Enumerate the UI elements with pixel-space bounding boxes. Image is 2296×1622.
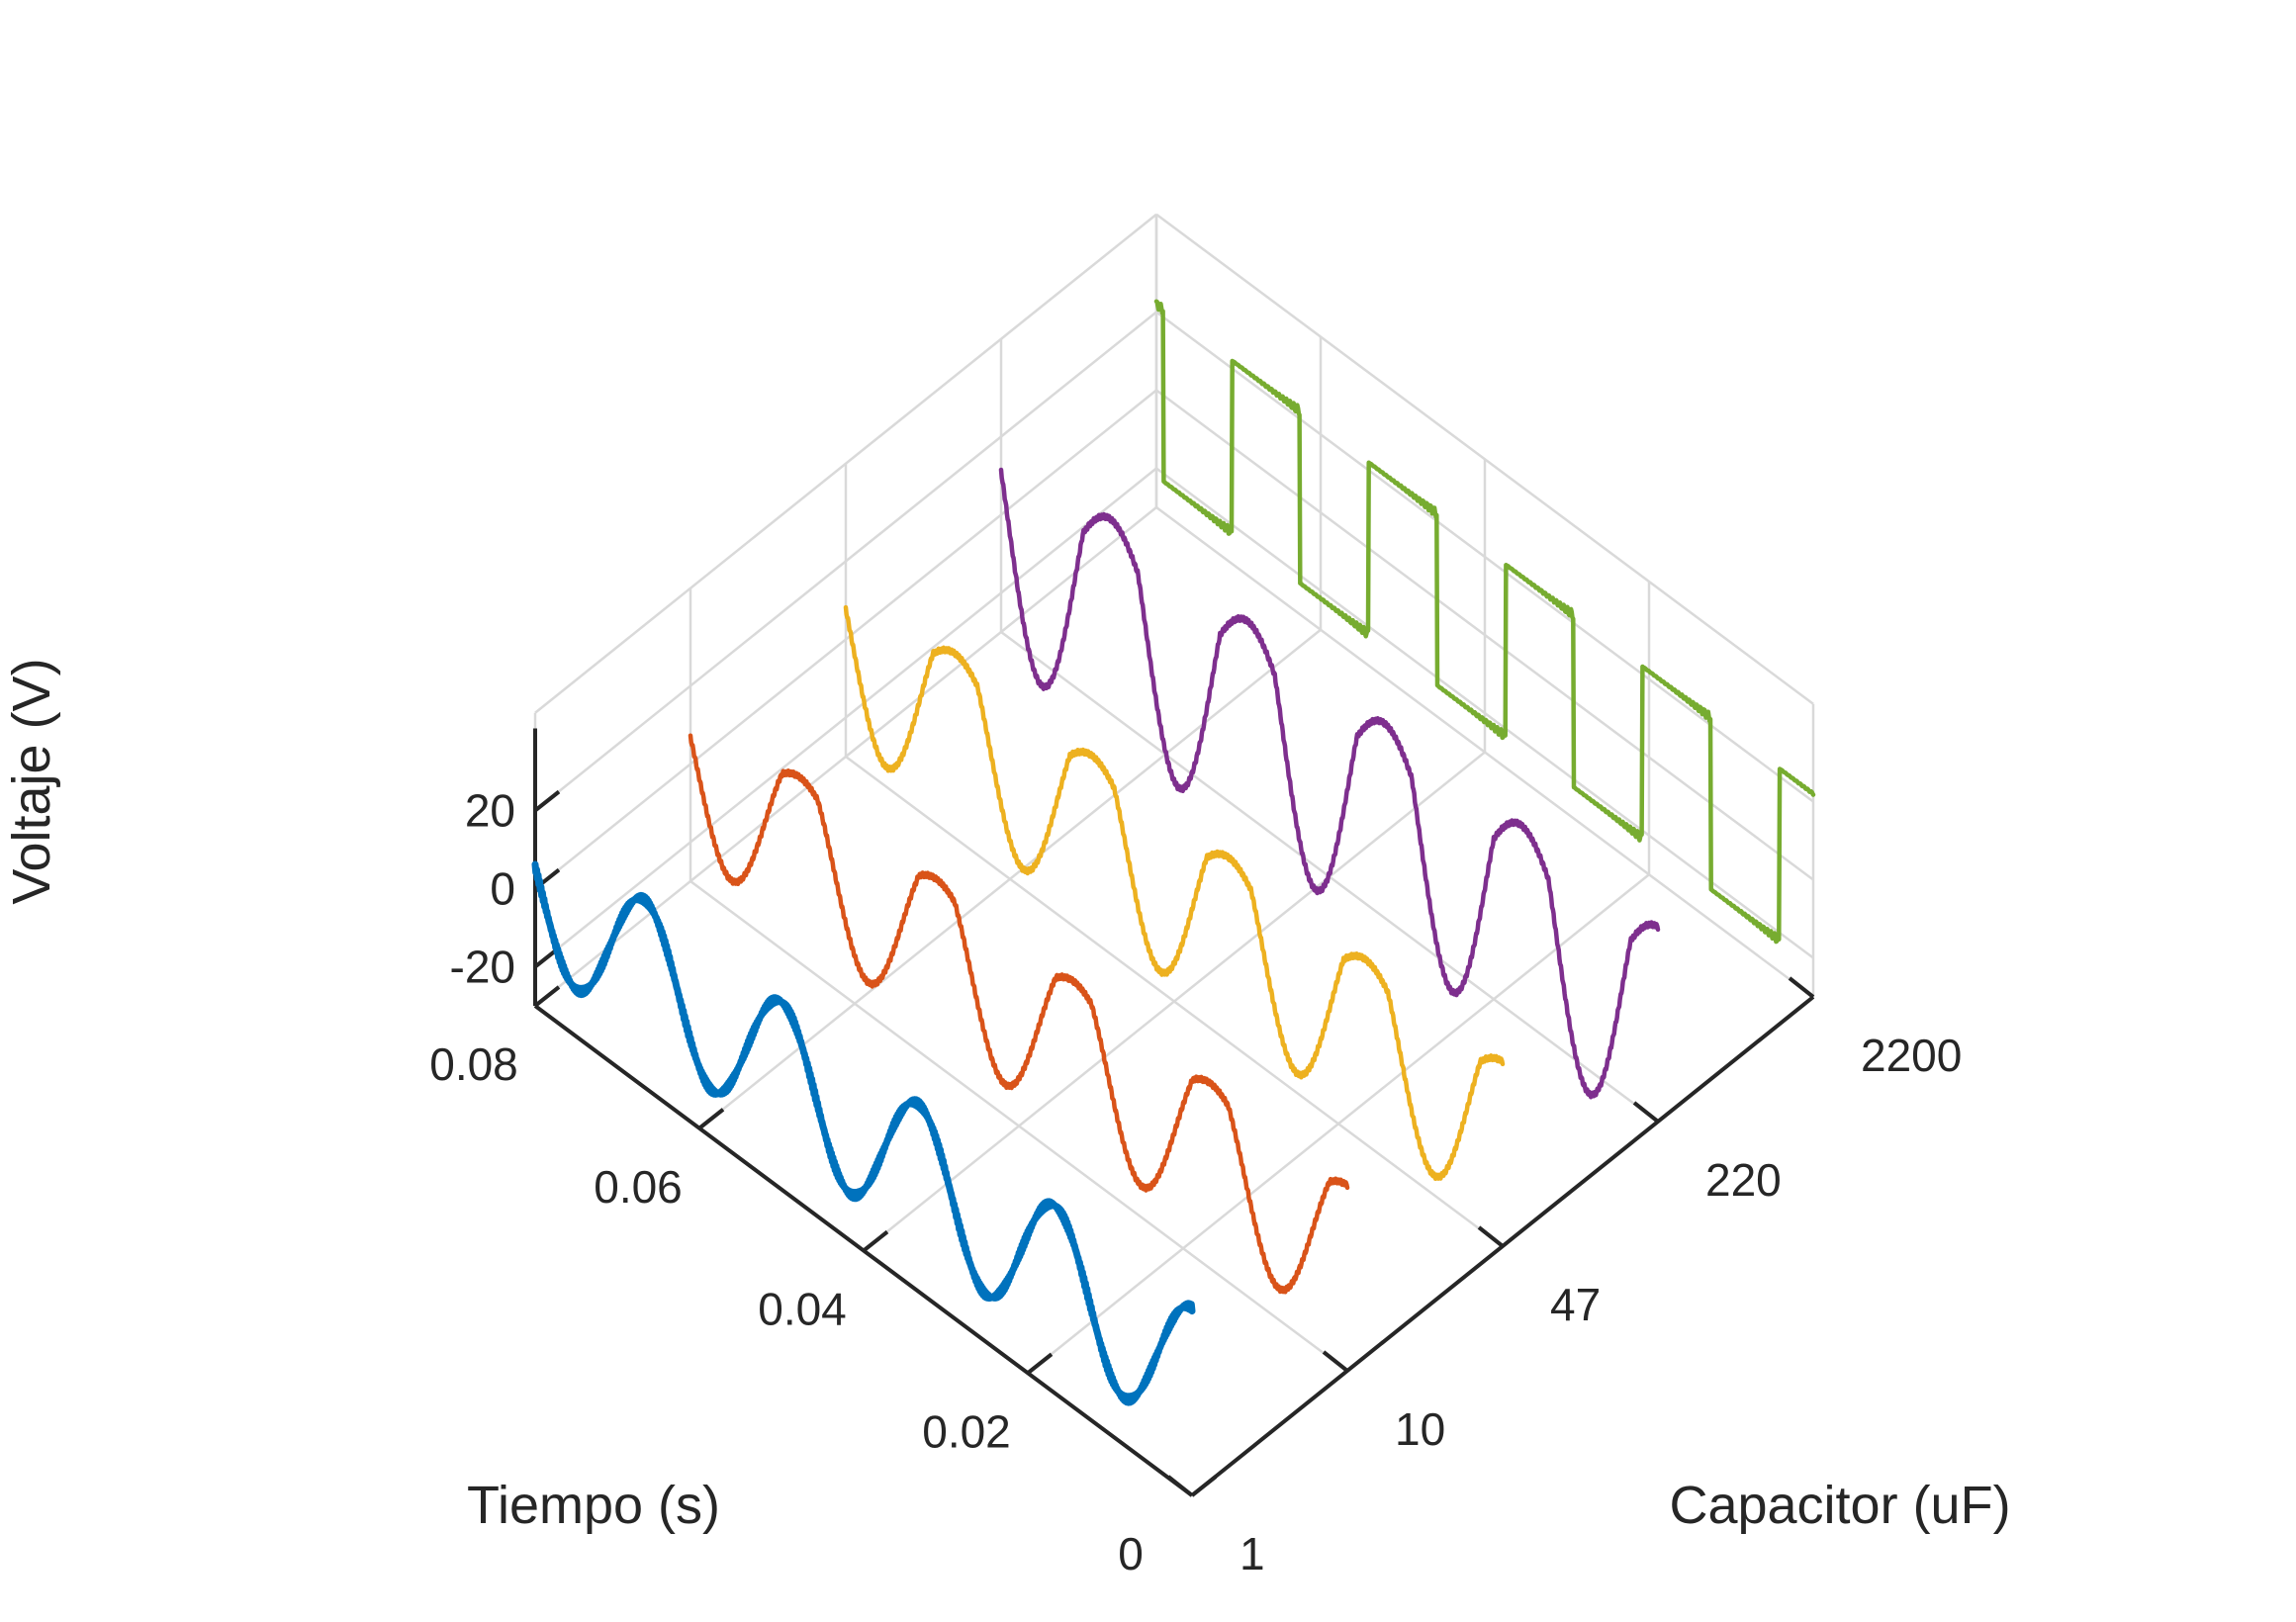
side-wall-grid-line <box>1155 389 1814 881</box>
floor-grid-line <box>689 879 1348 1373</box>
x-tick-label: 0.06 <box>594 1161 683 1213</box>
x-tick-label: 0.08 <box>429 1038 518 1090</box>
z-axis-title: Voltaje (V) <box>2 658 61 904</box>
back-wall-grid-line <box>534 311 1157 812</box>
y-tick-label: 10 <box>1395 1403 1445 1455</box>
x-tick-mark <box>533 985 561 1008</box>
y-tick-mark <box>1477 1225 1505 1248</box>
z-tick-label: 0 <box>490 863 515 915</box>
series-line-47 <box>843 604 1506 1182</box>
series-line-10 <box>688 733 1350 1295</box>
y-tick-label: 220 <box>1705 1154 1782 1206</box>
back-wall-grid-line <box>534 389 1157 890</box>
x-tick-label: 0.04 <box>758 1284 847 1335</box>
y-tick-mark <box>1632 1101 1660 1124</box>
x-tick-label: 0 <box>1118 1528 1144 1579</box>
x-tick-mark <box>697 1108 725 1130</box>
x-tick-mark <box>862 1229 889 1253</box>
z-tick-label: 20 <box>465 785 515 837</box>
y-tick-mark <box>1788 976 1815 999</box>
grid <box>533 213 1815 1497</box>
tick-labels: 0 0.02 0.04 0.06 0.08 1 10 47 220 2200 -20 0 20 <box>429 785 1962 1580</box>
z-tick-mark <box>533 789 561 813</box>
y-tick-label: 47 <box>1550 1279 1601 1330</box>
axes <box>533 728 1815 1497</box>
y-tick-label: 1 <box>1240 1528 1265 1579</box>
z-tick-label: -20 <box>450 942 515 993</box>
y-tick-mark <box>1322 1350 1349 1373</box>
series-lines <box>531 299 1816 1406</box>
side-wall-grid-line <box>1155 467 1814 959</box>
back-wall-grid-line <box>534 467 1157 968</box>
series-line-2200 <box>1153 299 1816 945</box>
top-edge-line <box>534 213 1157 714</box>
y-axis-title: Capacitor (uF) <box>1669 1476 2010 1535</box>
y-tick-mark <box>1166 1475 1194 1497</box>
top-edge-line <box>1155 213 1814 705</box>
x-tick-label: 0.02 <box>922 1405 1011 1457</box>
side-wall-grid-line <box>1155 311 1814 803</box>
x-tick-mark <box>1190 1475 1218 1497</box>
x-axis-title: Tiempo (s) <box>467 1476 720 1535</box>
y-tick-label: 2200 <box>1861 1030 1962 1081</box>
floor-grid-line <box>845 755 1504 1248</box>
series-line-220 <box>998 467 1661 1100</box>
x-tick-mark <box>1026 1352 1054 1375</box>
series-line-1 <box>531 860 1196 1406</box>
